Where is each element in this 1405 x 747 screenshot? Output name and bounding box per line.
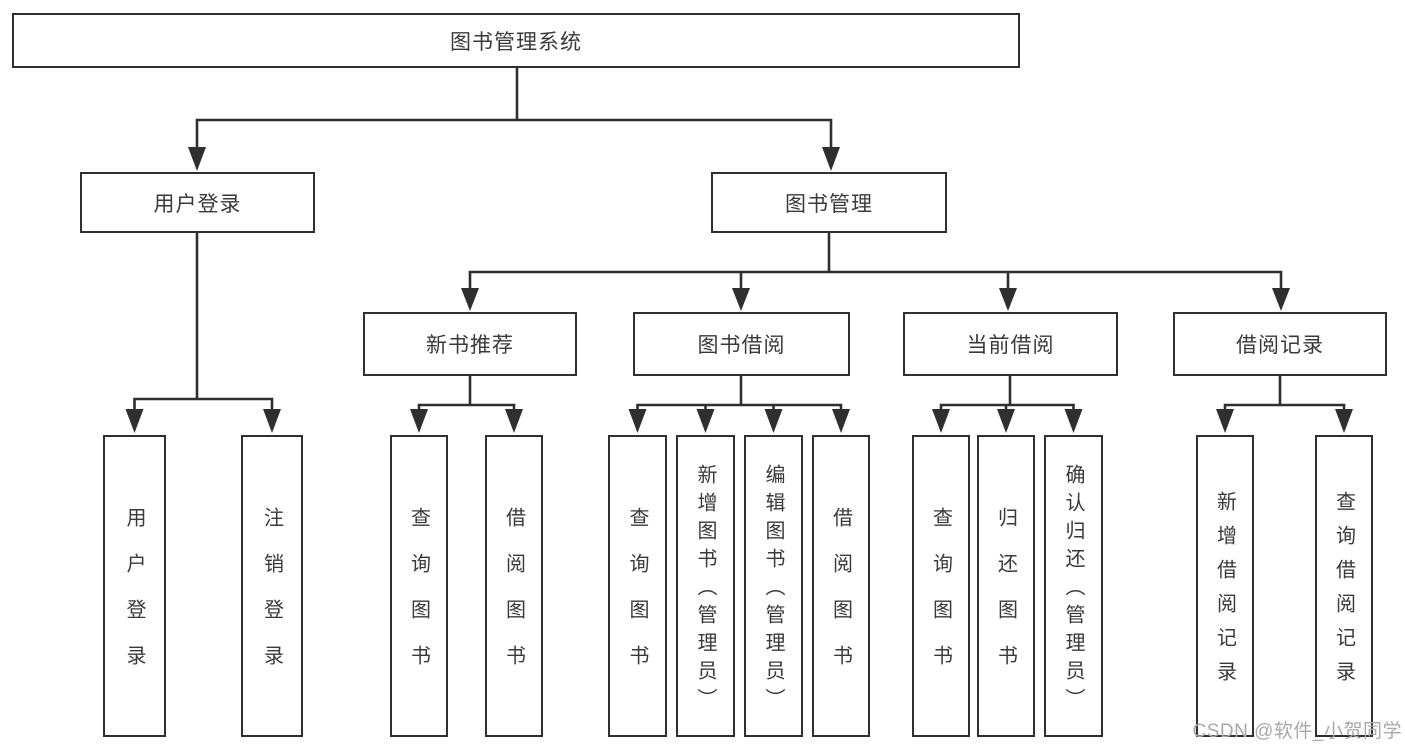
leaf-logout-login: 注销登录 [241,435,303,737]
leaf-return-books-label: 归还图书 [994,507,1017,691]
leaf-query-books-borrowing-label: 查询图书 [626,507,648,691]
leaf-add-books-admin-label: 新增图书（管理员） [694,464,716,716]
leaf-query-borrow-record-label: 查询借阅记录 [1332,491,1355,695]
leaf-query-books-recommend: 查询图书 [390,435,448,737]
connector-book-borrowing-to-leaves [628,376,850,433]
leaf-add-borrow-record-label: 新增借阅记录 [1213,491,1236,695]
leaf-logout-login-label: 注销登录 [260,507,283,691]
leaf-return-books: 归还图书 [977,435,1035,737]
leaf-query-books-borrowing: 查询图书 [608,435,667,737]
node-current-borrowing-label: 当前借阅 [966,334,1055,357]
leaf-edit-books-admin: 编辑图书（管理员） [744,435,803,737]
node-new-book-recommend: 新书推荐 [363,312,577,376]
leaf-borrow-books-borrowing: 借阅图书 [812,435,870,737]
leaf-query-books-current-label: 查询图书 [929,507,952,691]
connector-current-borrowing-to-leaves [932,376,1083,433]
leaf-borrow-books-recommend: 借阅图书 [485,435,543,737]
leaf-add-borrow-record: 新增借阅记录 [1196,435,1254,737]
connector-user-login-to-leaves [125,233,281,433]
leaf-confirm-return-admin-label: 确认归还（管理员） [1062,464,1084,716]
node-root: 图书管理系统 [12,13,1020,68]
connector-root-to-level1 [188,68,840,171]
node-book-management: 图书管理 [711,172,947,233]
leaf-add-books-admin: 新增图书（管理员） [676,435,735,737]
leaf-user-login: 用户登录 [103,435,166,737]
connector-book-management-to-level2 [461,233,1290,311]
leaf-query-borrow-record: 查询借阅记录 [1315,435,1373,737]
node-root-label: 图书管理系统 [450,30,582,54]
leaf-borrow-books-recommend-label: 借阅图书 [502,507,525,691]
node-user-login-label: 用户登录 [153,192,242,216]
leaf-confirm-return-admin: 确认归还（管理员） [1044,435,1103,737]
connector-borrowing-records-to-leaves [1216,376,1353,433]
node-book-borrowing-label: 图书借阅 [697,334,786,357]
node-book-management-label: 图书管理 [785,192,873,216]
connector-new-book-recommend-to-leaves [410,376,523,433]
leaf-user-login-label: 用户登录 [123,507,145,691]
csdn-watermark: CSDN @软件_小贺同学 [1192,721,1402,742]
leaf-query-books-recommend-label: 查询图书 [407,507,430,691]
node-borrowing-records: 借阅记录 [1173,312,1387,376]
leaf-edit-books-admin-label: 编辑图书（管理员） [762,464,784,716]
leaf-query-books-current: 查询图书 [912,435,970,737]
node-new-book-recommend-label: 新书推荐 [426,334,514,357]
node-current-borrowing: 当前借阅 [903,312,1118,376]
leaf-borrow-books-borrowing-label: 借阅图书 [829,507,852,691]
node-borrowing-records-label: 借阅记录 [1236,334,1324,357]
node-book-borrowing: 图书借阅 [633,312,850,376]
node-user-login: 用户登录 [80,172,315,233]
